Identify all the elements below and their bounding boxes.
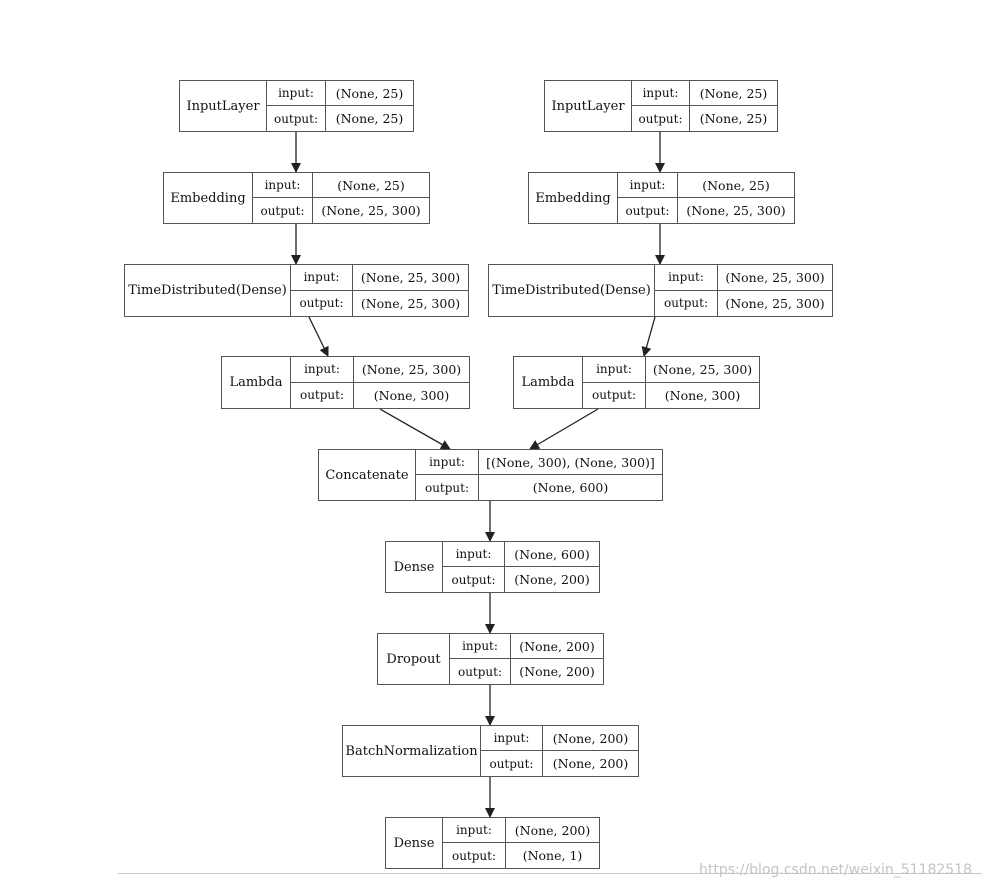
input-shape: (None, 200) bbox=[511, 634, 603, 659]
output-shape: (None, 200) bbox=[514, 572, 590, 587]
layer-name: Lambda bbox=[514, 357, 583, 408]
watermark-text: https://blog.csdn.net/weixin_51182518 bbox=[698, 862, 972, 878]
output-label: output: bbox=[618, 198, 678, 223]
input-label: input: bbox=[443, 818, 506, 843]
layer-node-right-timedistributed: TimeDistributed(Dense)input:(None, 25, 3… bbox=[488, 264, 833, 317]
edge-right-timedistributed-to-right-lambda bbox=[641, 316, 656, 357]
output-label: output: bbox=[655, 290, 718, 316]
output-shape: (None, 200) bbox=[552, 756, 629, 771]
input-shape: (None, 600) bbox=[505, 542, 599, 567]
input-shape: (None, 25) bbox=[678, 173, 794, 198]
layer-name: Embedding bbox=[164, 173, 253, 223]
input-shape: (None, 25, 300) bbox=[646, 357, 759, 383]
input-shape: (None, 25) bbox=[690, 81, 777, 106]
edge-left-timedistributed-to-left-lambda bbox=[308, 316, 329, 357]
output-label: output: bbox=[583, 382, 646, 408]
input-label: input: bbox=[632, 81, 690, 106]
output-shape: (None, 25, 300) bbox=[321, 203, 421, 218]
output-shape: (None, 600) bbox=[532, 480, 609, 495]
output-label: output: bbox=[450, 659, 511, 684]
output-label: output: bbox=[443, 843, 506, 868]
output-label: output: bbox=[291, 290, 353, 316]
layer-name: Embedding bbox=[529, 173, 618, 223]
layer-name: Lambda bbox=[222, 357, 291, 408]
input-shape: [(None, 300), (None, 300)] bbox=[479, 450, 662, 475]
input-label: input: bbox=[291, 357, 354, 383]
input-label: input: bbox=[583, 357, 646, 383]
layer-name: InputLayer bbox=[180, 81, 267, 131]
layer-name: Dropout bbox=[378, 634, 450, 684]
output-label: output: bbox=[291, 382, 354, 408]
input-label: input: bbox=[618, 173, 678, 198]
output-label: output: bbox=[632, 106, 690, 131]
input-label: input: bbox=[416, 450, 479, 475]
output-shape: (None, 25, 300) bbox=[725, 295, 825, 311]
output-shape: (None, 1) bbox=[522, 848, 583, 863]
input-label: input: bbox=[253, 173, 313, 198]
output-shape: (None, 25) bbox=[699, 111, 768, 126]
output-shape: (None, 300) bbox=[664, 387, 741, 403]
input-shape: (None, 25) bbox=[326, 81, 413, 106]
output-label: output: bbox=[253, 198, 313, 223]
layer-node-left-timedistributed: TimeDistributed(Dense)input:(None, 25, 3… bbox=[124, 264, 469, 317]
input-label: input: bbox=[450, 634, 511, 659]
layer-name: Dense bbox=[386, 542, 443, 592]
output-shape: (None, 25, 300) bbox=[360, 295, 461, 311]
input-label: input: bbox=[291, 265, 353, 291]
input-shape: (None, 25, 300) bbox=[354, 357, 469, 383]
layer-name: TimeDistributed(Dense) bbox=[125, 265, 291, 316]
edge-left-lambda-to-concatenate bbox=[379, 408, 451, 450]
input-shape: (None, 200) bbox=[506, 818, 599, 843]
edge-right-lambda-to-concatenate bbox=[529, 408, 599, 450]
output-shape: (None, 200) bbox=[519, 664, 595, 679]
input-shape: (None, 25) bbox=[313, 173, 429, 198]
layer-name: BatchNormalization bbox=[343, 726, 481, 776]
input-label: input: bbox=[655, 265, 718, 291]
input-label: input: bbox=[481, 726, 543, 751]
output-label: output: bbox=[416, 475, 479, 500]
input-label: input: bbox=[443, 542, 505, 567]
input-shape: (None, 200) bbox=[543, 726, 638, 751]
layer-name: InputLayer bbox=[545, 81, 632, 131]
layer-name: Dense bbox=[386, 818, 443, 868]
layer-name: Concatenate bbox=[319, 450, 416, 500]
input-shape: (None, 25, 300) bbox=[353, 265, 468, 291]
output-shape: (None, 300) bbox=[373, 387, 450, 403]
output-label: output: bbox=[267, 106, 326, 131]
input-shape: (None, 25, 300) bbox=[718, 265, 832, 291]
output-label: output: bbox=[481, 751, 543, 776]
page-divider bbox=[118, 873, 982, 874]
output-shape: (None, 25, 300) bbox=[686, 203, 786, 218]
input-label: input: bbox=[267, 81, 326, 106]
layer-name: TimeDistributed(Dense) bbox=[489, 265, 655, 316]
output-label: output: bbox=[443, 567, 505, 592]
output-shape: (None, 25) bbox=[335, 111, 404, 126]
